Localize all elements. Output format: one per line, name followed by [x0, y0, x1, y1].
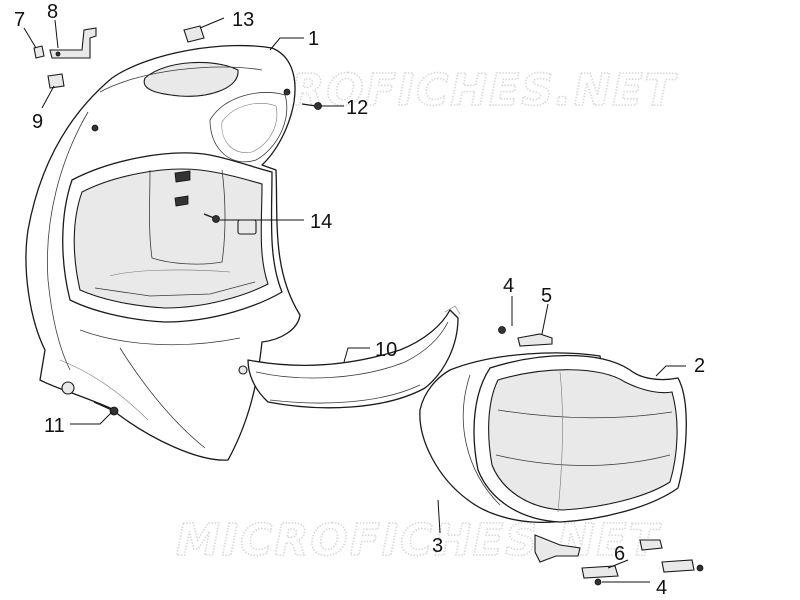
part-9-grommet	[47, 73, 65, 89]
leader-lines	[23, 17, 686, 583]
callout-14: 14	[310, 211, 332, 233]
callout-13: 13	[232, 9, 254, 31]
part-11-screw	[93, 401, 119, 416]
callout-3: 3	[432, 535, 443, 557]
callout-4-top: 4	[503, 275, 514, 297]
part-2-right-footboard	[473, 354, 687, 523]
footboard-brackets	[534, 534, 695, 579]
callout-7: 7	[14, 9, 25, 31]
callout-2: 2	[694, 355, 705, 377]
callout-12: 12	[346, 97, 368, 119]
callout-5: 5	[541, 285, 552, 307]
callout-4-bottom: 4	[656, 577, 667, 599]
callout-8: 8	[47, 1, 58, 23]
callout-11: 11	[44, 415, 65, 437]
callout-6: 6	[614, 543, 625, 565]
part-14-screw	[203, 213, 220, 223]
part-8-bracket	[49, 27, 97, 59]
callout-10: 10	[375, 339, 397, 361]
callout-1: 1	[308, 28, 319, 50]
watermark-bottom: MICROFICHES.NET	[176, 515, 662, 566]
part-4-screw-top	[498, 326, 506, 334]
callout-labels: 1 2 3 4 5 6 4 7 8 9 10 11 12 13 14	[14, 1, 705, 599]
part-1-leg-shield	[25, 44, 301, 461]
part-4-screws-bottom	[594, 564, 704, 586]
part-5-bracket	[517, 333, 553, 347]
callout-9: 9	[32, 111, 43, 133]
part-13-clip	[183, 25, 205, 43]
part-7-clip	[33, 45, 45, 59]
part-10-lower-panel	[247, 305, 461, 409]
